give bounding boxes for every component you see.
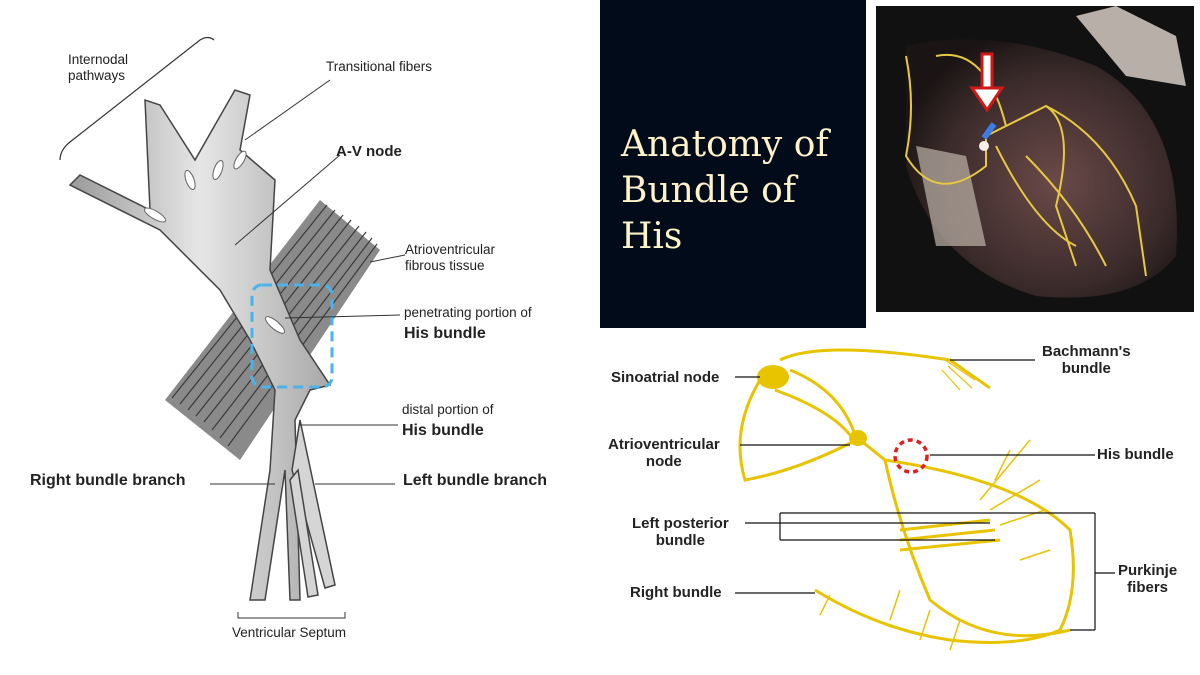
conduction-pathway-diagram: Sinoatrial node Bachmann's bundle Atriov… <box>600 330 1200 675</box>
sa-node-shape <box>757 365 789 389</box>
title-line-1: Anatomy of <box>621 124 829 165</box>
label-distal-portion: distal portion of <box>402 402 494 417</box>
label-distal-his-bundle: His bundle <box>402 422 484 439</box>
label-right-bundle: Right bundle <box>630 584 722 601</box>
conduction-pathway-lines <box>738 348 1075 644</box>
purkinje-fibers <box>819 439 1051 651</box>
label-av-fibrous-tissue: Atrioventricular fibrous tissue <box>405 242 496 273</box>
label-ventricular-septum: Ventricular Septum <box>232 625 347 640</box>
label-penetrating-his-bundle: His bundle <box>404 325 486 342</box>
av-node-shape <box>68 89 332 601</box>
pathway-leader-lines <box>735 359 1115 631</box>
transitional-fibers <box>143 150 286 334</box>
label-av-node: A-V node <box>336 143 402 160</box>
heart-conduction-image <box>876 6 1194 312</box>
label-bachmanns-bundle: Bachmann's bundle <box>1042 343 1131 378</box>
av-node-shape <box>849 430 867 446</box>
label-left-posterior-bundle: Left posterior bundle <box>632 515 729 550</box>
label-left-bundle-branch: Left bundle branch <box>403 472 547 489</box>
label-right-bundle-branch: Right bundle branch <box>30 472 186 489</box>
label-his-bundle: His bundle <box>1097 446 1174 463</box>
label-av-node: Atrioventricular node <box>608 436 720 471</box>
red-arrow-marker <box>969 52 1005 113</box>
bachmann-fibers <box>941 359 976 391</box>
label-internodal-pathways: Internodal pathways <box>68 52 129 83</box>
label-penetrating-portion: penetrating portion of <box>404 305 532 320</box>
label-sinoatrial-node: Sinoatrial node <box>611 369 720 386</box>
label-purkinje-fibers: Purkinje fibers <box>1118 562 1178 597</box>
leader-lines <box>210 79 406 485</box>
his-bundle-anatomy-diagram: Internodal pathways Transitional fibers … <box>30 36 547 640</box>
label-transitional-fibers: Transitional fibers <box>326 59 433 74</box>
title-panel: Anatomy of Bundle of His <box>600 0 866 328</box>
slide-title: Anatomy of Bundle of His <box>621 122 866 260</box>
his-bundle-illustration <box>59 36 406 619</box>
conduction-fibers <box>904 53 1147 277</box>
penetrating-portion-highlight <box>250 283 334 389</box>
his-bundle-marker <box>893 438 929 474</box>
title-line-2: Bundle of His <box>621 170 797 257</box>
